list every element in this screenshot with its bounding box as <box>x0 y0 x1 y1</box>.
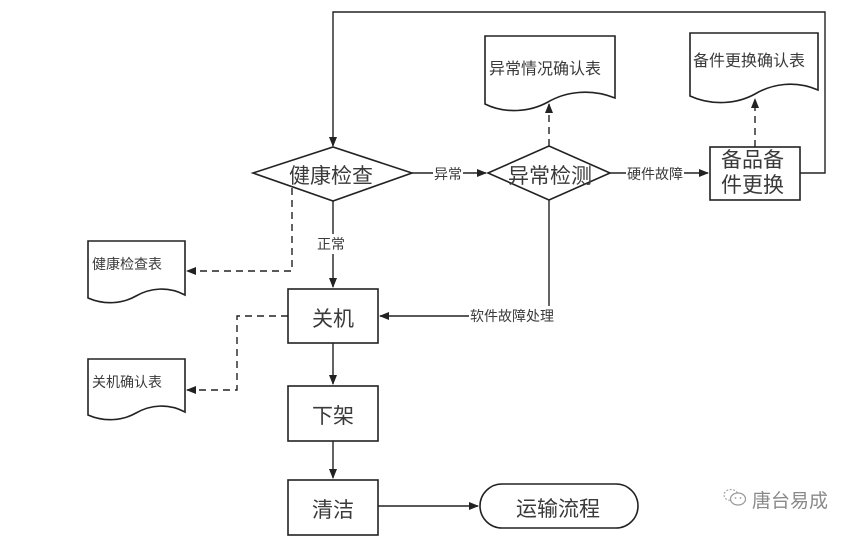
edge-label-normal: 正常 <box>316 234 346 254</box>
shutdown-confirm-doc[interactable] <box>87 358 186 421</box>
abnormal-confirm-label: 异常情况确认表 <box>489 59 602 78</box>
health-check-label: 健康检查 <box>289 164 373 188</box>
shutdown-label: 关机 <box>312 307 354 331</box>
health-check-decision[interactable] <box>250 146 415 202</box>
clean-label: 清洁 <box>312 498 354 522</box>
edge-label-hardware-fault: 硬件故障 <box>626 164 684 184</box>
unrack-box[interactable] <box>287 385 379 442</box>
unrack-label: 下架 <box>312 404 354 428</box>
abnormal-detect-decision[interactable] <box>486 145 612 201</box>
watermark: 唐台易成 <box>722 486 828 513</box>
shutdown-box[interactable] <box>287 288 379 344</box>
watermark-text: 唐台易成 <box>752 490 829 512</box>
wechat-icon <box>722 487 748 512</box>
loop-back-connector <box>329 11 826 174</box>
dashed-to-health-form <box>186 188 293 275</box>
spare-replace-box[interactable] <box>709 146 801 201</box>
spare-replace-line2: 件更换 <box>721 173 784 197</box>
connector-software-fault <box>379 200 550 320</box>
health-form-doc[interactable] <box>87 240 186 304</box>
transport-terminal[interactable] <box>479 483 639 529</box>
clean-box[interactable] <box>287 479 379 536</box>
edge-label-software-fault: 软件故障处理 <box>469 306 555 326</box>
abnormal-confirm-doc[interactable] <box>484 35 616 112</box>
spare-confirm-doc[interactable] <box>689 32 819 104</box>
spare-replace-label: 备品备 件更换 <box>721 148 784 198</box>
health-form-label: 健康检查表 <box>92 257 162 273</box>
shutdown-confirm-label: 关机确认表 <box>92 375 162 391</box>
transport-label: 运输流程 <box>516 497 600 521</box>
edge-label-abnormal: 异常 <box>433 164 463 184</box>
dashed-to-shutdown-confirm <box>186 315 288 394</box>
abnormal-detect-label: 异常检测 <box>508 164 592 188</box>
spare-replace-line1: 备品备 <box>721 148 784 172</box>
spare-confirm-label: 备件更换确认表 <box>693 51 806 70</box>
